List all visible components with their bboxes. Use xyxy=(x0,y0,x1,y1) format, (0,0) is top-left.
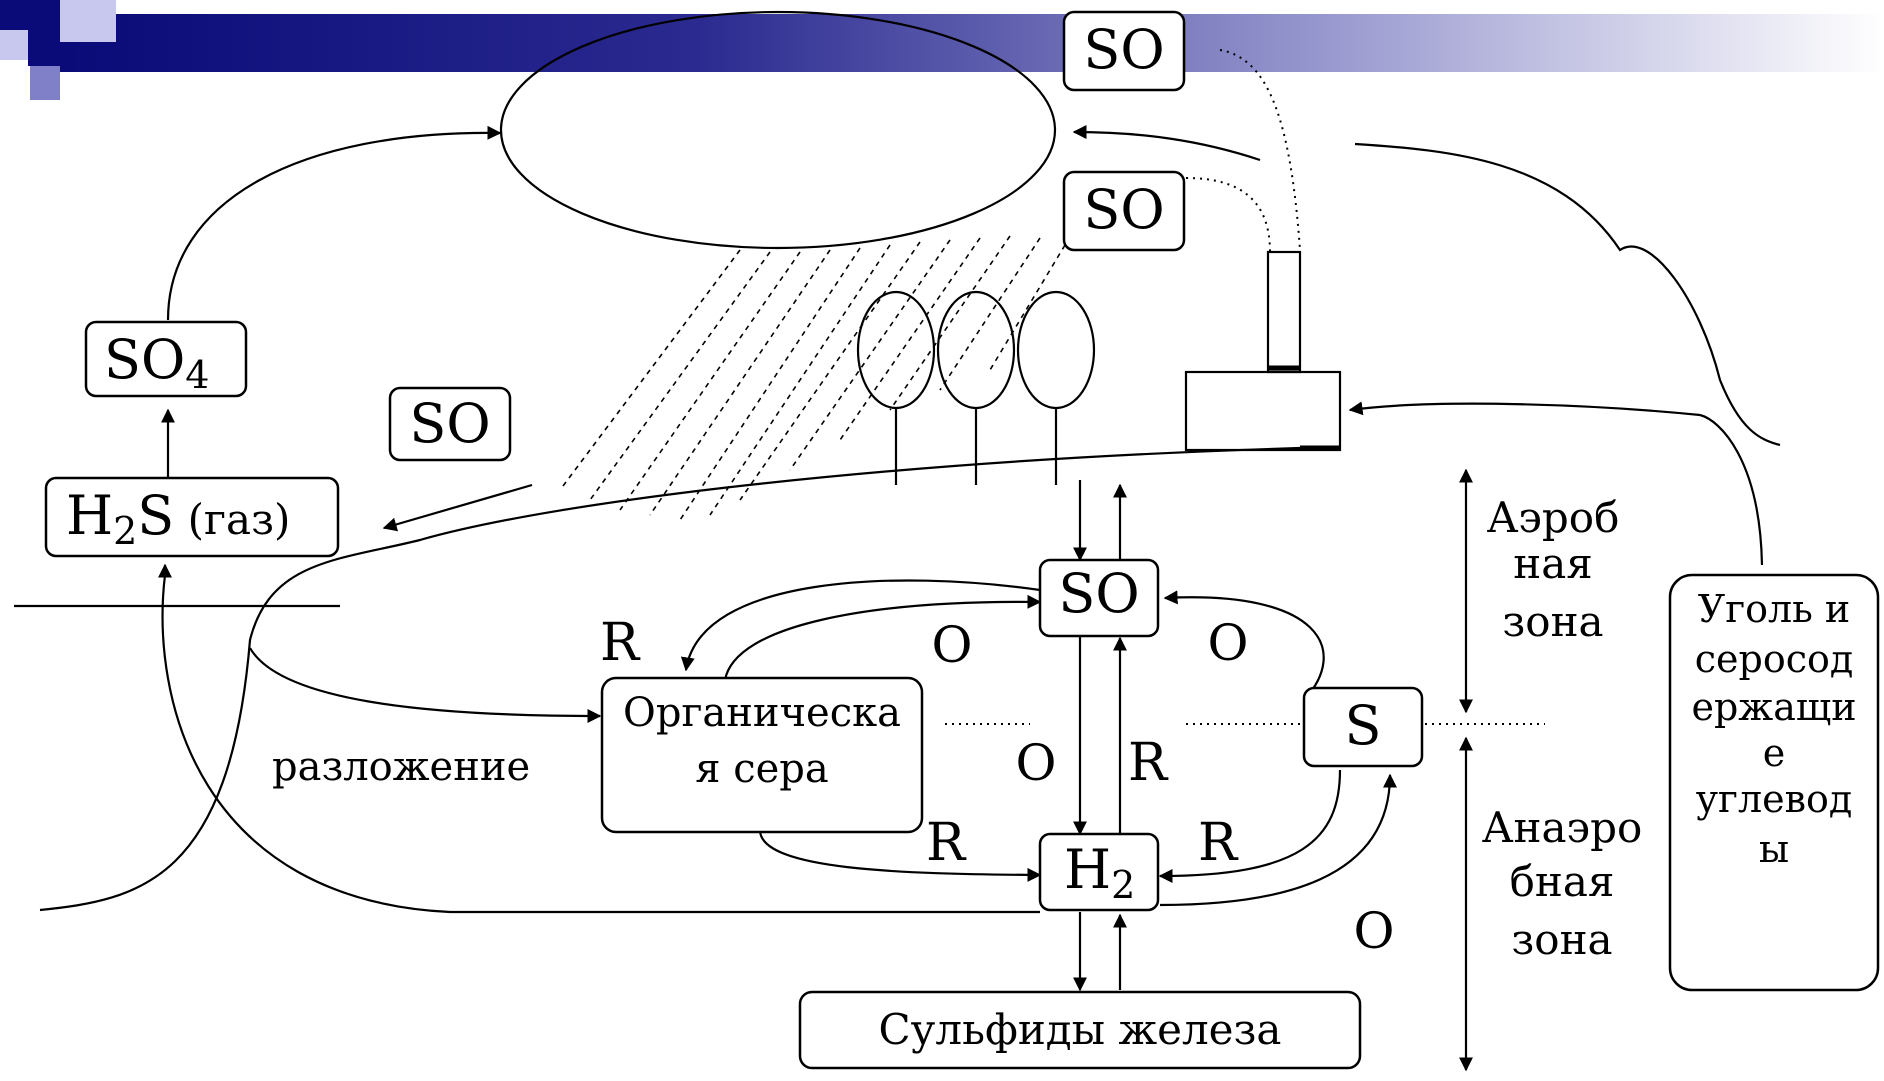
o-label-middle: O xyxy=(1016,734,1057,792)
so-left-box: SO xyxy=(388,386,512,462)
s-box: S xyxy=(1302,686,1424,768)
organic-sulfur-box: Органическа я сера xyxy=(600,676,924,834)
so4-box: SO4 xyxy=(84,320,248,398)
organic-to-h2-arrow xyxy=(758,829,1042,882)
s-to-so-arrow xyxy=(1163,590,1325,701)
dotted-smoke-2 xyxy=(1185,177,1271,253)
r-label-bottom-left: R xyxy=(926,813,967,873)
svg-text:H2: H2 xyxy=(1064,838,1135,907)
h2-to-h2s-line xyxy=(161,574,1040,914)
h2-box: H2 xyxy=(1038,832,1160,912)
svg-text:S: S xyxy=(1345,694,1382,757)
svg-text:е: е xyxy=(1763,731,1786,775)
o-label-top-right: O xyxy=(1208,614,1249,672)
so-top-box-2: SO xyxy=(1062,170,1186,252)
svg-text:Аэроб: Аэроб xyxy=(1487,493,1620,542)
so-to-organic-arrow xyxy=(680,579,1041,672)
svg-text:SO: SO xyxy=(409,392,490,455)
svg-text:SO: SO xyxy=(1083,18,1164,81)
svg-text:SO: SO xyxy=(1083,178,1164,241)
o-label-bottom: O xyxy=(1354,902,1395,960)
svg-text:H2S (газ): H2S (газ) xyxy=(66,484,290,553)
aerobic-zone-label: Аэроб ная зона xyxy=(1487,493,1620,646)
decomposition-arrow xyxy=(249,647,602,723)
factory-to-cloud-arrow xyxy=(1072,125,1261,162)
decomposition-label: разложение xyxy=(272,744,530,790)
so-center-box: SO xyxy=(1038,558,1160,638)
trees xyxy=(856,290,1096,485)
iron-sulfides-box: Сульфиды железа xyxy=(798,990,1362,1070)
svg-text:ная: ная xyxy=(1513,539,1593,588)
factory xyxy=(1184,250,1342,452)
svg-text:я сера: я сера xyxy=(695,746,828,792)
hill-line xyxy=(1354,142,1781,447)
header-bar xyxy=(0,0,1884,100)
so4-to-cloud-arrow xyxy=(166,125,502,321)
arrow-to-h2s-gas xyxy=(382,483,533,532)
svg-text:Сульфиды железа: Сульфиды железа xyxy=(879,1005,1282,1054)
svg-text:Анаэро: Анаэро xyxy=(1482,803,1643,852)
svg-text:зона: зона xyxy=(1502,597,1603,646)
svg-text:ы: ы xyxy=(1759,827,1789,871)
svg-text:SO4: SO4 xyxy=(104,328,209,397)
o-label-top-center: O xyxy=(932,616,973,674)
coal-to-factory-arrow xyxy=(1348,401,1701,417)
r-label-bottom-right: R xyxy=(1198,813,1239,873)
coal-line xyxy=(1699,413,1764,566)
svg-text:серосод: серосод xyxy=(1695,637,1854,681)
r-label-top-left: R xyxy=(600,613,641,673)
anaerobic-zone-label: Анаэро бная зона xyxy=(1482,803,1643,964)
svg-text:бная: бная xyxy=(1510,857,1615,906)
coal-box: Уголь и серосод ержащи е углевод ы xyxy=(1668,573,1880,992)
terrain-curve xyxy=(39,446,1301,912)
svg-text:SO: SO xyxy=(1058,562,1139,625)
svg-text:ержащи: ержащи xyxy=(1691,685,1856,729)
so-top-box-1: SO xyxy=(1062,10,1186,92)
h2-to-s-arrow xyxy=(1159,773,1397,907)
r-label-middle: R xyxy=(1128,733,1169,793)
svg-text:углевод: углевод xyxy=(1696,777,1853,821)
dotted-smoke-1 xyxy=(1219,49,1301,251)
s-to-h2-arrow xyxy=(1158,769,1342,883)
rain-hatching xyxy=(559,235,1066,521)
svg-text:Уголь и: Уголь и xyxy=(1698,587,1850,631)
svg-text:зона: зона xyxy=(1511,915,1612,964)
organic-to-so-arrow xyxy=(723,594,1042,681)
h2s-box: H2S (газ) xyxy=(44,476,340,558)
svg-text:Органическа: Органическа xyxy=(623,690,901,736)
